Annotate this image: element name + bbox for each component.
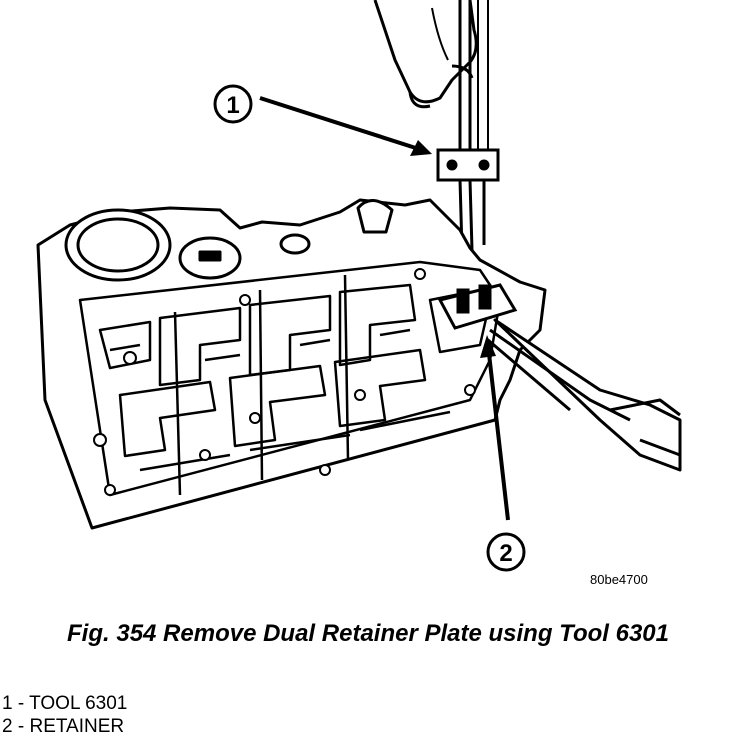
- callout-2-number: 2: [499, 540, 512, 567]
- callout-1: 1: [213, 84, 432, 156]
- callout-2: 2: [480, 335, 526, 572]
- illustration-figure: 1 2: [36, 0, 682, 572]
- legend-item: 2 - RETAINER: [2, 715, 127, 738]
- legend-label: RETAINER: [29, 716, 125, 737]
- legend-item: 1 - TOOL 6301: [2, 692, 127, 715]
- legend-number: 1: [2, 693, 13, 714]
- legend: 1 - TOOL 6301 2 - RETAINER: [2, 692, 127, 738]
- callout-2-arrowhead: [480, 335, 496, 358]
- legend-separator: -: [12, 716, 30, 737]
- retainer-drawing: [437, 283, 518, 330]
- hand-drawing: [373, 0, 478, 109]
- valve-body-drawing: 1 2: [36, 0, 682, 572]
- valve-body-passages: [78, 260, 502, 497]
- callout-1-leader: [259, 96, 423, 152]
- figure-caption: Fig. 354 Remove Dual Retainer Plate usin…: [67, 620, 669, 647]
- legend-number: 2: [2, 716, 13, 737]
- legend-separator: -: [12, 693, 30, 714]
- callout-1-arrowhead: [410, 140, 432, 156]
- callout-1-number: 1: [226, 92, 239, 119]
- callout-2-leader: [486, 344, 510, 521]
- image-code: 80be4700: [590, 572, 648, 587]
- valve-body-bolt-holes: [93, 268, 476, 496]
- legend-label: TOOL 6301: [29, 693, 128, 714]
- valve-body-outline: [36, 198, 547, 530]
- pliers-drawing: [487, 318, 682, 472]
- tool-6301-drawing: [436, 0, 500, 251]
